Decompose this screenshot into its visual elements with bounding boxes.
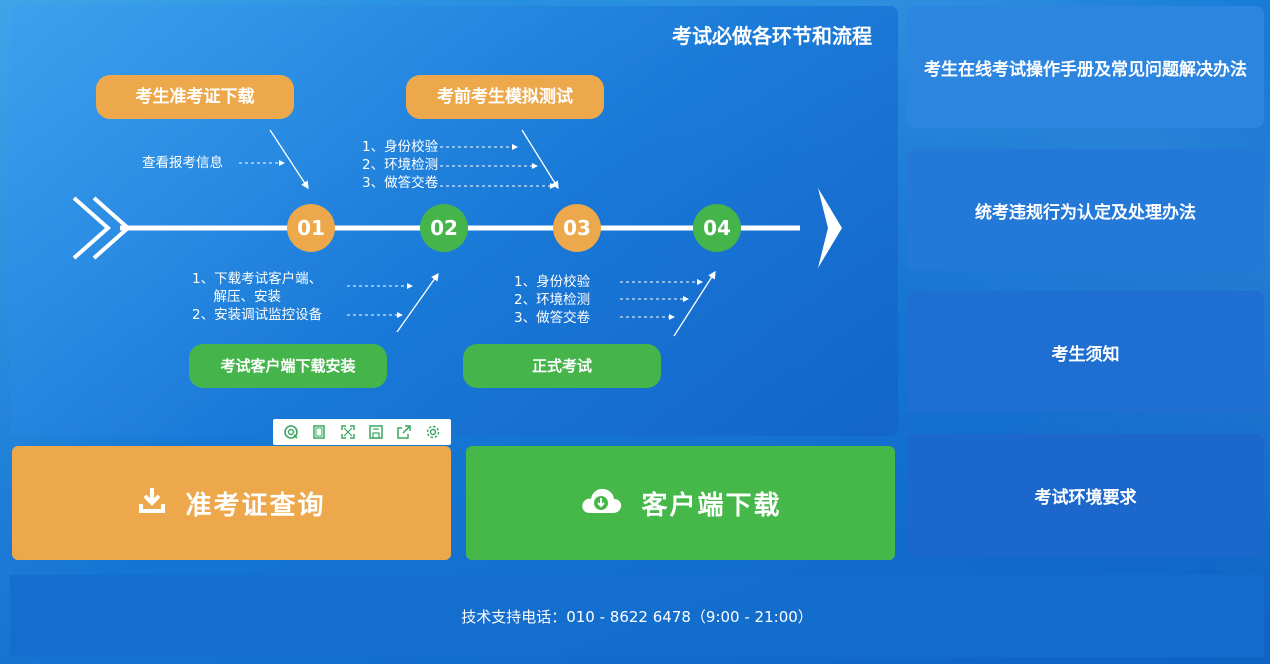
step-ticket-download: 考生准考证下载 bbox=[96, 75, 294, 119]
image-toolbar bbox=[273, 419, 451, 445]
save-icon[interactable] bbox=[365, 421, 387, 443]
support-phone-text: 技术支持电话：010 - 8622 6478（9:00 - 21:00） bbox=[461, 607, 813, 626]
node-01: 01 bbox=[287, 204, 335, 252]
client-download-label: 客户端下载 bbox=[641, 490, 782, 521]
ticket-query-label: 准考证查询 bbox=[185, 490, 326, 521]
note-mock-steps: 1、身份校验 2、环境检测 3、做答交卷 bbox=[362, 139, 439, 191]
cloud-download-icon bbox=[579, 485, 623, 522]
copy-icon[interactable] bbox=[308, 421, 330, 443]
flow-title: 考试必做各环节和流程 bbox=[672, 24, 872, 48]
search-zoom-icon[interactable] bbox=[280, 421, 302, 443]
download-icon bbox=[137, 485, 167, 522]
note-check-info: 查看报考信息 bbox=[142, 155, 223, 171]
step-client-install: 考试客户端下载安装 bbox=[189, 344, 387, 388]
sidebar-item-manual[interactable]: 考生在线考试操作手册及常见问题解决办法 bbox=[907, 6, 1264, 128]
sidebar-item-label: 考生在线考试操作手册及常见问题解决办法 bbox=[924, 59, 1247, 80]
step-mock-test: 考前考生模拟测试 bbox=[406, 75, 604, 119]
sidebar-item-label: 考生须知 bbox=[1051, 344, 1120, 365]
sidebar-item-label: 考试环境要求 bbox=[1034, 487, 1137, 508]
exam-flow-panel: 考试必做各环节和流程 考生准考证下载 考前考生模拟测试 查看报考信息 bbox=[10, 6, 898, 436]
share-icon[interactable] bbox=[393, 421, 415, 443]
client-download-button[interactable]: 客户端下载 bbox=[466, 446, 895, 560]
footer-support: 技术支持电话：010 - 8622 6478（9:00 - 21:00） bbox=[10, 575, 1264, 657]
fullscreen-icon[interactable] bbox=[337, 421, 359, 443]
sidebar-item-violation-rules[interactable]: 统考违规行为认定及处理办法 bbox=[907, 149, 1264, 271]
note-exam-steps: 1、身份校验 2、环境检测 3、做答交卷 bbox=[514, 274, 591, 326]
step-formal-exam: 正式考试 bbox=[463, 344, 661, 388]
ticket-query-button[interactable]: 准考证查询 bbox=[12, 446, 451, 560]
node-02: 02 bbox=[420, 204, 468, 252]
sidebar-item-environment[interactable]: 考试环境要求 bbox=[907, 434, 1264, 556]
sidebar-item-label: 统考违规行为认定及处理办法 bbox=[975, 202, 1196, 223]
node-03: 03 bbox=[553, 204, 601, 252]
settings-icon[interactable] bbox=[422, 421, 444, 443]
flow-diagram-lines bbox=[72, 129, 842, 337]
note-client-install: 1、下载考试客户端、 解压、安装 2、安装调试监控设备 bbox=[192, 271, 323, 323]
node-04: 04 bbox=[693, 204, 741, 252]
sidebar-item-candidate-notice[interactable]: 考生须知 bbox=[907, 291, 1264, 413]
